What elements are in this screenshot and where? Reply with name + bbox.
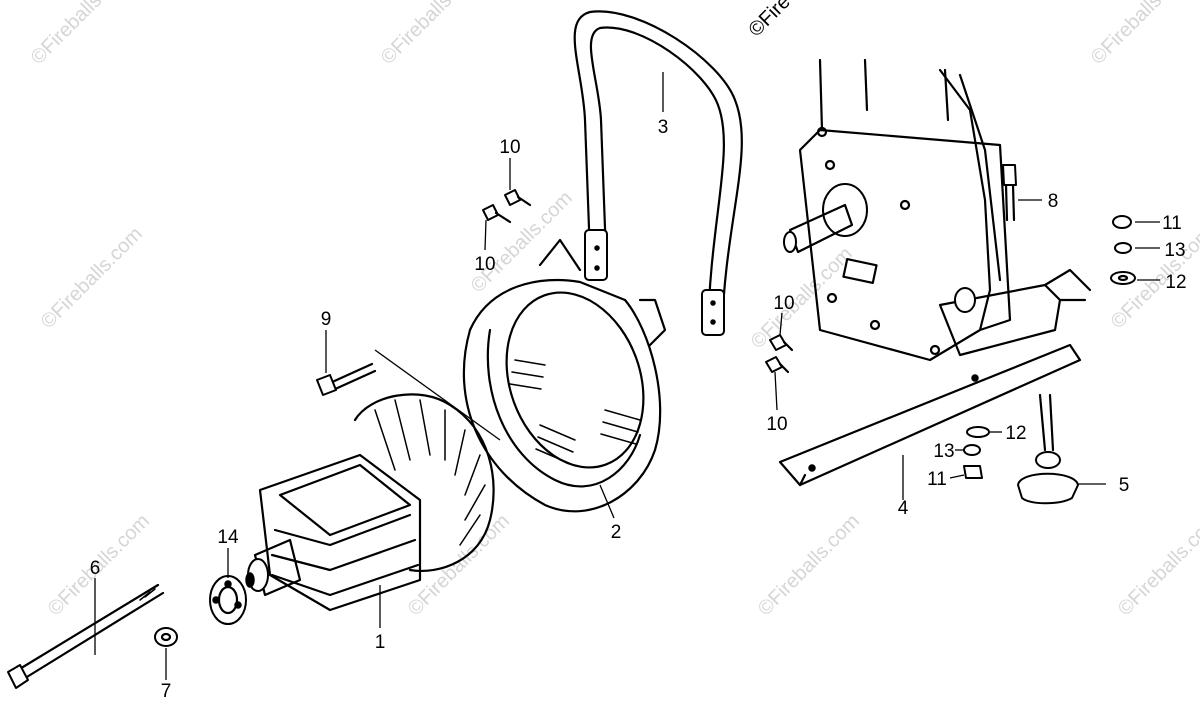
callout-10: 10 (474, 254, 495, 275)
callout-8: 8 (1048, 191, 1059, 212)
callout-14: 14 (217, 527, 239, 548)
watermark: ©Fireballs.com (37, 223, 147, 333)
engine-crankcase (783, 58, 1092, 362)
small-bolts-part-10-lower (765, 334, 794, 374)
watermark: ©Fireballs.com (1114, 510, 1200, 620)
bolt-part-8 (1002, 164, 1017, 222)
watermark: ©Fireballs.com (377, 0, 487, 69)
callout-labels: 1 2 3 4 5 6 7 8 9 10 10 10 10 11 11 12 1… (90, 117, 1187, 702)
callout-3: 3 (658, 117, 669, 138)
callout-1: 1 (375, 632, 386, 653)
callout-10: 10 (766, 414, 787, 435)
callout-5: 5 (1119, 475, 1130, 496)
washer-part-7 (154, 627, 178, 647)
callout-13: 13 (1164, 240, 1185, 261)
callout-9: 9 (321, 309, 332, 330)
bearing-part-14 (209, 575, 247, 625)
fasteners-lower-12-13-11 (963, 426, 990, 479)
leader-lines (94, 72, 1160, 680)
through-bolt-part-6 (7, 583, 165, 689)
callout-7: 7 (161, 681, 172, 702)
frame-handle-part-3 (573, 10, 743, 336)
callout-2: 2 (611, 522, 622, 543)
vibration-mount-part-5 (1017, 393, 1079, 505)
callout-11: 11 (1162, 213, 1182, 234)
callout-13: 13 (933, 441, 954, 462)
watermark: ©Fireballs.com (1087, 0, 1197, 69)
callout-10: 10 (773, 293, 794, 314)
watermark-corner: ©Fire (744, 0, 794, 41)
callout-4: 4 (898, 498, 909, 519)
bolt-part-9 (316, 362, 377, 396)
small-bolts-part-10-upper (482, 189, 532, 224)
fan-cover-part-2 (462, 238, 667, 513)
fasteners-upper-11-13-12 (1110, 215, 1136, 285)
callout-11: 11 (927, 469, 947, 490)
mounting-plate-part-4 (778, 343, 1082, 487)
watermark: ©Fireballs.com (754, 510, 864, 620)
callout-12: 12 (1165, 272, 1186, 293)
callout-6: 6 (90, 558, 101, 579)
watermark: ©Fireballs.com (27, 0, 137, 69)
callout-10: 10 (499, 137, 520, 158)
callout-12: 12 (1005, 423, 1026, 444)
rotor-assembly-part-1 (245, 393, 495, 612)
